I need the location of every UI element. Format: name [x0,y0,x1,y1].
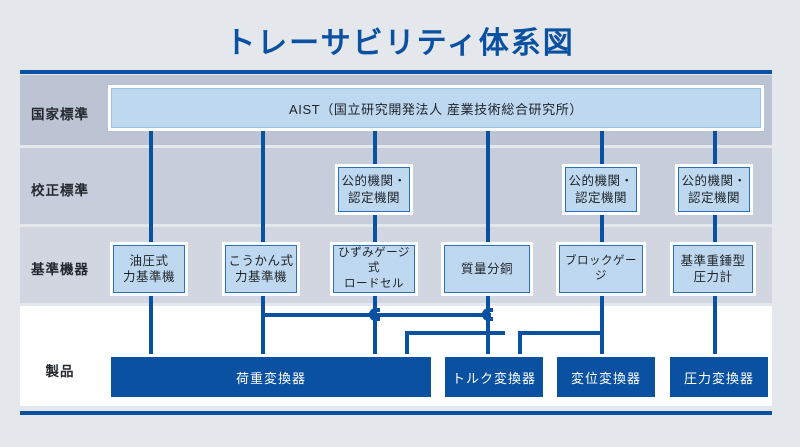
node-aist[interactable]: AIST（国立研究開発法人 産業技術総合研究所） [108,85,764,131]
node-exchange-force-standard-line1: こうかん式 [228,253,294,268]
node-deadweight-pressure-gauge-line1: 基準重錘型 [680,253,746,268]
node-pressure-transducer-label: 圧力変換器 [683,370,754,386]
wire-mass-down [486,292,490,360]
wire-blockgauge-down [600,292,604,360]
node-public-agency-3-line1: 公的機関・ [681,174,747,188]
node-public-agency-1-line2: 認定機関 [347,190,400,205]
wire-aist-to-mass [486,130,490,245]
wire-aist-to-agency-1 [373,130,377,167]
node-hydraulic-force-standard-line2: 力基準機 [122,270,175,284]
node-deadweight-pressure-gauge[interactable]: 基準重錘型 圧力計 [670,242,756,296]
node-displacement-transducer[interactable]: 変位変換器 [554,354,658,400]
node-aist-label: AIST（国立研究開発法人 産業技術総合研究所） [289,101,583,117]
wire-exchange-to-load [261,292,265,360]
wire-agency3-to-deadweight [713,210,717,245]
wire-bus-to-torque-transducer [405,331,505,335]
wire-torque-drop-left [405,331,409,360]
wire-aist-to-agency-3 [713,130,717,167]
node-hydraulic-force-standard[interactable]: 油圧式 力基準機 [110,242,188,296]
node-public-agency-2[interactable]: 公的機関・ 認定機関 [562,164,640,215]
wire-hop-mass [482,308,493,321]
traceability-diagram: 国家標準 校正標準 基準機器 製品 AIST（国立研究開発法人 産業技術総合研究… [20,70,772,415]
node-public-agency-1-line1: 公的機関・ [341,174,407,188]
panel-bottom-rule [20,411,772,415]
node-public-agency-2-line1: 公的機関・ [568,174,634,188]
wire-aist-to-exchange [261,130,265,245]
page-title: トレーサビリティ体系図 [225,27,575,60]
wire-hydraulic-to-load [149,292,153,360]
node-exchange-force-standard[interactable]: こうかん式 力基準機 [222,242,300,296]
node-load-transducer[interactable]: 荷重変換器 [108,354,434,400]
wire-agency1-to-loadcell [373,210,377,245]
row-label-reference-instrument: 基準機器 [31,262,89,277]
wire-loadcell-down [373,292,377,360]
row-label-national-standard: 国家標準 [31,107,89,122]
node-torque-transducer-label: トルク変換器 [451,370,536,386]
node-public-agency-1[interactable]: 公的機関・ 認定機関 [335,164,413,215]
node-strain-gauge-load-cell-line2: ロードセル [344,277,404,290]
wire-displacement-drop-left [518,331,522,360]
wire-aist-to-agency-2 [600,130,604,167]
node-block-gauge[interactable]: ブロックゲージ [556,242,646,296]
node-strain-gauge-load-cell[interactable]: ひずみゲージ式 ロードセル [330,242,418,296]
wire-agency2-to-blockgauge [600,210,604,245]
node-pressure-transducer[interactable]: 圧力変換器 [667,354,771,400]
node-torque-transducer[interactable]: トルク変換器 [442,354,546,400]
wire-bus-to-displacement-transducer [518,331,604,335]
node-load-transducer-label: 荷重変換器 [235,370,306,386]
node-displacement-transducer-label: 変位変換器 [570,370,641,386]
node-public-agency-3[interactable]: 公的機関・ 認定機関 [675,164,753,215]
wire-hop-loadcell [369,308,380,321]
node-exchange-force-standard-line2: 力基準機 [234,270,287,284]
node-public-agency-3-line2: 認定機関 [687,190,740,205]
row-label-product: 製品 [45,364,75,379]
node-deadweight-pressure-gauge-line2: 圧力計 [693,270,733,284]
node-hydraulic-force-standard-line1: 油圧式 [129,253,169,268]
node-strain-gauge-load-cell-line1: ひずみゲージ式 [338,247,410,275]
panel-top-rule [20,70,772,74]
wire-aist-to-hydraulic [149,130,153,245]
node-mass-standard-weight-label: 質量分銅 [460,261,513,276]
node-public-agency-2-line2: 認定機関 [574,190,627,205]
row-label-calibration-standard: 校正標準 [31,183,89,198]
wire-deadweight-to-pressure [713,292,717,360]
node-block-gauge-label: ブロックゲージ [565,254,637,282]
node-mass-standard-weight[interactable]: 質量分銅 [441,242,533,296]
